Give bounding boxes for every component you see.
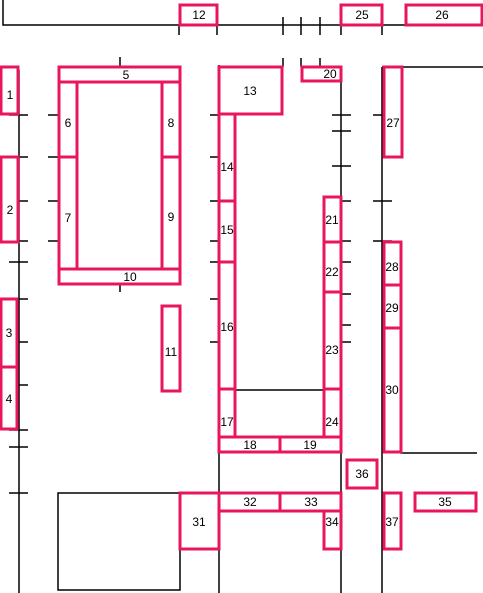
space-34[interactable]: 34 [322,509,343,551]
space-label: 10 [123,270,137,284]
space-label: 17 [220,415,234,429]
space-3[interactable]: 3 [0,297,19,369]
space-label: 34 [325,515,339,529]
space-label: 20 [323,67,337,81]
space-label: 18 [243,438,257,452]
space-label: 25 [355,8,369,22]
space-13[interactable]: 13 [217,65,284,116]
space-label: 22 [325,265,339,279]
space-10[interactable]: 10 [57,267,182,286]
space-27[interactable]: 27 [382,65,404,159]
space-label: 12 [192,8,206,22]
space-label: 29 [385,301,399,315]
space-1[interactable]: 1 [0,65,20,116]
space-label: 36 [355,467,369,481]
space-8[interactable]: 8 [160,80,182,159]
space-9[interactable]: 9 [160,155,182,271]
space-25[interactable]: 25 [339,3,384,27]
space-12[interactable]: 12 [178,3,219,27]
space-33[interactable]: 33 [278,491,343,513]
space-22[interactable]: 22 [322,240,343,294]
space-label: 7 [65,211,72,225]
space-label: 15 [220,223,234,237]
space-label: 28 [385,260,399,274]
space-label: 8 [168,116,175,130]
space-37[interactable]: 37 [382,491,403,551]
space-label: 11 [165,345,178,359]
space-29[interactable]: 29 [382,283,403,330]
space-label: 1 [7,88,14,102]
space-16[interactable]: 16 [217,260,237,391]
space-21[interactable]: 21 [322,195,343,244]
space-label: 13 [243,84,257,98]
space-label: 24 [325,415,339,429]
space-label: 6 [65,116,72,130]
space-36[interactable]: 36 [345,458,379,490]
space-4[interactable]: 4 [0,365,19,431]
space-label: 26 [435,8,449,22]
space-17[interactable]: 17 [217,387,237,439]
space-label: 16 [220,320,234,334]
space-label: 31 [192,515,206,529]
space-15[interactable]: 15 [217,199,237,264]
space-23[interactable]: 23 [322,290,343,391]
space-label: 2 [7,203,14,217]
space-2[interactable]: 2 [0,155,20,244]
space-5[interactable]: 5 [57,65,182,84]
space-31[interactable]: 31 [178,491,221,551]
space-label: 5 [123,68,130,82]
space-label: 27 [386,116,400,130]
space-label: 30 [385,383,399,397]
space-35[interactable]: 35 [413,491,478,513]
space-label: 35 [438,495,452,509]
space-11[interactable]: 11 [160,304,182,393]
space-label: 37 [385,515,399,529]
space-24[interactable]: 24 [322,387,343,439]
space-18[interactable]: 18 [217,435,282,454]
space-7[interactable]: 7 [57,155,79,271]
space-28[interactable]: 28 [382,240,403,287]
space-label: 19 [303,438,317,452]
space-label: 4 [6,392,13,406]
space-20[interactable]: 20 [300,65,343,83]
space-26[interactable]: 26 [404,3,483,27]
space-label: 23 [325,343,339,357]
space-label: 21 [325,213,339,227]
space-label: 3 [6,326,13,340]
space-label: 14 [220,160,234,174]
space-30[interactable]: 30 [382,326,403,454]
space-32[interactable]: 32 [217,491,282,513]
space-label: 33 [304,495,318,509]
space-14[interactable]: 14 [217,112,237,203]
space-label: 9 [168,210,175,224]
space-6[interactable]: 6 [57,80,79,159]
space-19[interactable]: 19 [278,435,343,454]
space-label: 32 [243,495,257,509]
